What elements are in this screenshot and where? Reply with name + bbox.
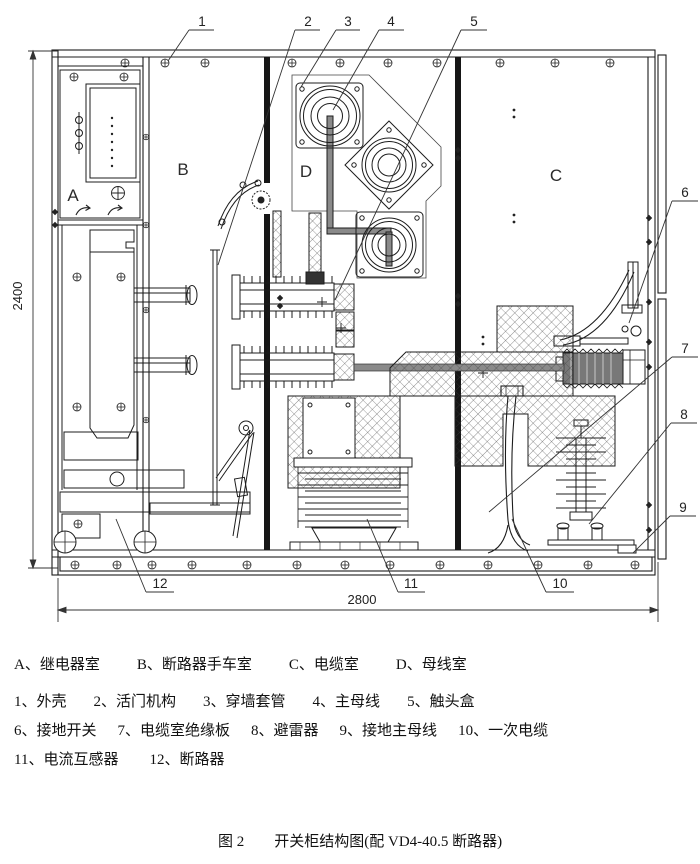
top-rail-bolts: [120, 58, 615, 68]
legend-item: 9、接地主母线: [339, 723, 438, 739]
legend-row-3: 11、电流互感器 12、断路器: [14, 751, 690, 769]
callout-12: 12: [152, 576, 167, 591]
busbar-compartment: [272, 74, 442, 285]
figure-number: 图 2: [218, 834, 245, 850]
callout-3: 3: [344, 14, 352, 29]
legend-item: 11、电流互感器: [14, 752, 119, 768]
figure-caption: 图 2 开关柜结构图(配 VD4-40.5 断路器): [218, 830, 502, 851]
legend-item: 6、接地开关: [14, 723, 97, 739]
compartment-label-d: D: [300, 162, 312, 181]
callout-4: 4: [387, 14, 395, 29]
legend-item: D、母线室: [395, 657, 467, 673]
callout-8: 8: [680, 407, 688, 422]
dimension-lines: [28, 49, 660, 622]
breaker-bolt: [73, 519, 83, 529]
legend-item: A、继电器室: [14, 657, 100, 673]
legend-item: 10、一次电缆: [458, 723, 549, 739]
cabinet-cross-section-drawing: 2400 2800 A B C D 1 2 3 4 5 6 7 8 9 10 1…: [10, 14, 698, 622]
cable-hooks: [75, 204, 124, 216]
dim-height-2400: 2400: [10, 282, 25, 311]
handcart-wheel: [133, 530, 157, 554]
legend-row-1: 1、外壳 2、活门机构 3、穿墙套管 4、主母线 5、触头盒: [14, 693, 690, 711]
callout-leaders: [115, 29, 698, 593]
callout-6: 6: [681, 185, 689, 200]
earth-symbol: [111, 186, 125, 200]
breaker-bolt: [72, 272, 82, 282]
callout-7: 7: [681, 341, 689, 356]
compartment-label-c: C: [550, 166, 562, 185]
callout-2: 2: [304, 14, 312, 29]
handcart-wheel: [53, 530, 77, 554]
legend-row-2: 6、接地开关 7、电缆室绝缘板 8、避雷器 9、接地主母线 10、一次电缆: [14, 722, 690, 740]
legend-item: B、断路器手车室: [136, 657, 252, 673]
callout-10: 10: [552, 576, 567, 591]
vent-dots: [481, 108, 516, 346]
relay-panel-rivets: [110, 116, 114, 168]
relay-compartment: [58, 65, 143, 226]
breaker-bolt: [72, 402, 82, 412]
dim-width-2800: 2800: [348, 592, 377, 607]
panel-bolt: [119, 72, 129, 82]
callout-9: 9: [679, 500, 687, 515]
earthing-main-busbar: [547, 539, 637, 554]
legend-item: 4、主母线: [312, 694, 381, 710]
callout-1: 1: [198, 14, 206, 29]
legend-item: C、电缆室: [288, 657, 359, 673]
legend-item: 2、活门机构: [93, 694, 177, 710]
lightning-arrester: [556, 419, 606, 543]
breaker-contact-arms: [133, 285, 198, 375]
figure-title: 开关柜结构图(配 VD4-40.5 断路器): [274, 834, 503, 850]
callout-11: 11: [404, 576, 418, 591]
legend-compartment-row: A、继电器室 B、断路器手车室 C、电缆室 D、母线室: [14, 656, 690, 674]
legend-item: 5、触头盒: [407, 694, 475, 710]
callout-5: 5: [470, 14, 478, 29]
circuit-breaker: [59, 225, 251, 539]
breaker-bolt: [116, 272, 126, 282]
current-transformer: [289, 397, 419, 551]
legend: A、继电器室 B、断路器手车室 C、电缆室 D、母线室 1、外壳 2、活门机构 …: [14, 656, 690, 769]
panel-bolt: [69, 72, 79, 82]
legend-item: 1、外壳: [14, 694, 67, 710]
legend-item: 7、电缆室绝缘板: [117, 723, 231, 739]
legend-item: 12、断路器: [149, 752, 225, 768]
shutter-mechanism: [210, 179, 262, 539]
base-bolts: [70, 560, 640, 570]
compartment-label-b: B: [177, 160, 188, 179]
compartment-label-a: A: [67, 186, 79, 205]
breaker-bolt: [116, 402, 126, 412]
legend-item: 3、穿墙套管: [203, 694, 286, 710]
cabinet-frame: [51, 49, 667, 576]
legend-item: 8、避雷器: [251, 723, 319, 739]
